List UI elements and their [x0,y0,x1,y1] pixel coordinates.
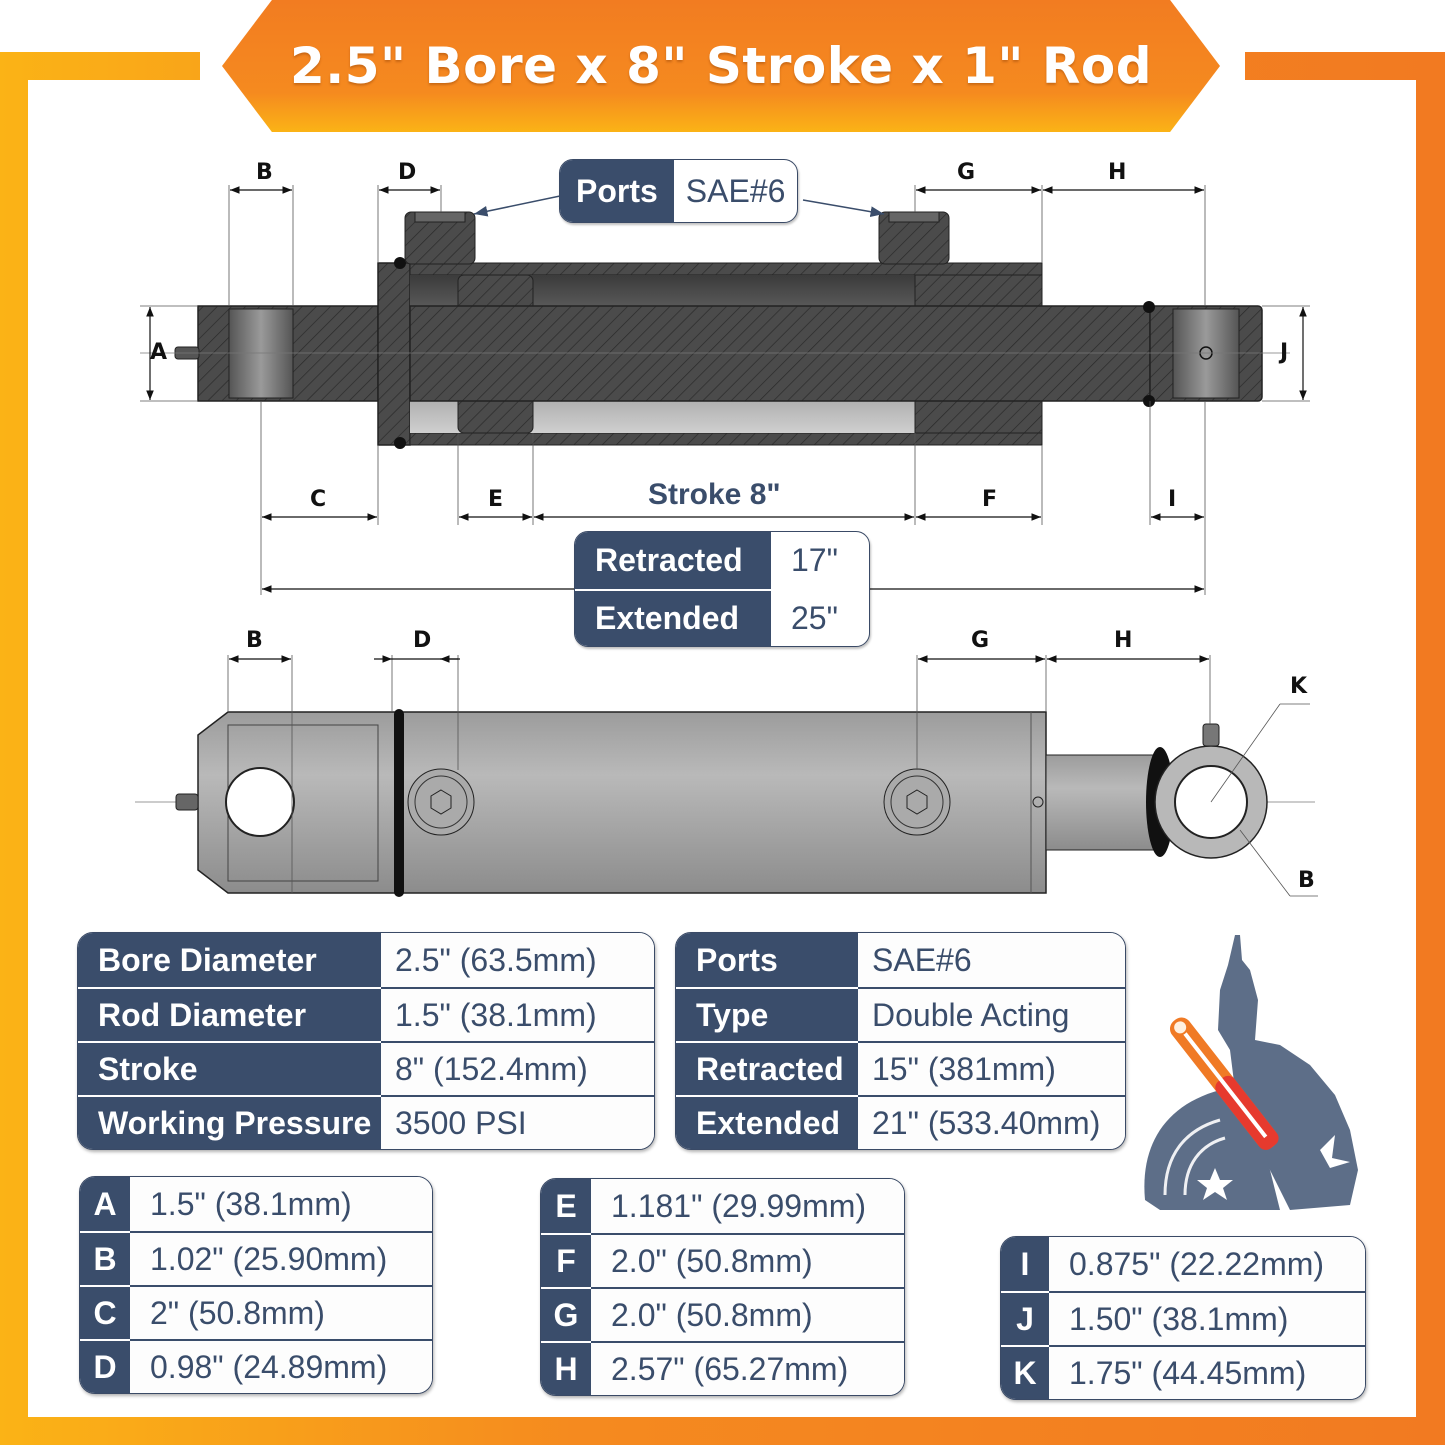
spec-value: 3500 PSI [381,1095,654,1149]
dim-value: 2.57" (65.27mm) [591,1341,904,1395]
spec-label: Bore Diameter [78,933,381,987]
dim-label-j: J [1280,340,1289,365]
dim-value: 0.98" (24.89mm) [130,1339,432,1393]
spec-value: Double Acting [858,987,1125,1041]
dim-value: 1.5" (38.1mm) [130,1177,432,1231]
dim-value: 1.75" (44.45mm) [1049,1345,1365,1399]
dim-label-d: D [398,160,417,185]
spec-label: Stroke [78,1041,381,1095]
dim-label-a: A [150,340,168,365]
dim-value: 2" (50.8mm) [130,1285,432,1339]
port-fitting-rear [404,211,476,265]
dim-letter: B [80,1231,130,1285]
spec-label: Ports [676,933,858,987]
dim-label-f: F [982,487,998,512]
dim-label-g: G [957,160,976,185]
spec-label: Working Pressure [78,1095,381,1149]
stroke-label: Stroke 8" [648,478,781,511]
dim-letter: C [80,1285,130,1339]
dim-label-c: C [310,487,327,512]
side-dim-label-g: G [971,628,990,653]
cylinder-drawings [135,185,1318,897]
dim-value: 1.02" (25.90mm) [130,1231,432,1285]
dim-label-b: B [256,160,273,185]
dim-letter: G [541,1287,591,1341]
port-fitting-front [878,211,950,265]
dim-label-i: I [1168,487,1177,512]
spec-label: Rod Diameter [78,987,381,1041]
title-banner: 2.5" Bore x 8" Stroke x 1" Rod [222,0,1220,132]
spec-value: 2.5" (63.5mm) [381,933,654,987]
dim-label-e: E [488,487,504,512]
length-label: Retracted [575,532,771,589]
dim-value: 2.0" (50.8mm) [591,1233,904,1287]
length-box: Retracted 17" Extended 25" [574,531,870,647]
side-dim-label-k: K [1290,674,1308,699]
spec-label: Extended [676,1095,858,1149]
side-view [135,655,1318,897]
dim-letter: D [80,1339,130,1393]
dim-letter: I [1001,1237,1049,1291]
spec-value: 21" (533.40mm) [858,1095,1125,1149]
ports-callout-value: SAE#6 [685,172,786,209]
dim-letter: K [1001,1345,1049,1399]
dim-label-h: H [1108,160,1127,185]
dim-value: 1.50" (38.1mm) [1049,1291,1365,1345]
side-dim-label-b2: B [1298,868,1315,893]
section-view [140,185,1310,595]
dim-letter: H [541,1341,591,1395]
side-dim-label-b: B [246,628,263,653]
dim-letter: A [80,1177,130,1231]
spec-label: Retracted [676,1041,858,1095]
spec-value: 8" (152.4mm) [381,1041,654,1095]
dim-letter: E [541,1179,591,1233]
side-dim-label-d: D [413,628,432,653]
page-title: 2.5" Bore x 8" Stroke x 1" Rod [289,37,1153,95]
length-row-extended: Extended 25" [575,589,869,646]
dim-value: 2.0" (50.8mm) [591,1287,904,1341]
length-value: 17" [791,542,838,578]
ports-callout: Ports SAE#6 [559,159,799,223]
length-row-retracted: Retracted 17" [575,532,869,589]
spec-value: 15" (381mm) [858,1041,1125,1095]
spec-value: 1.5" (38.1mm) [381,987,654,1041]
ports-callout-label: Ports [560,160,674,222]
dim-letter: J [1001,1291,1049,1345]
spec-label: Type [676,987,858,1041]
side-dim-label-h: H [1114,628,1133,653]
length-label: Extended [575,591,771,646]
dim-letter: F [541,1233,591,1287]
dim-value: 1.181" (29.99mm) [591,1179,904,1233]
dim-value: 0.875" (22.22mm) [1049,1237,1365,1291]
spartan-logo-icon [1144,935,1358,1210]
spec-value: SAE#6 [858,933,1125,987]
length-value: 25" [791,600,838,636]
